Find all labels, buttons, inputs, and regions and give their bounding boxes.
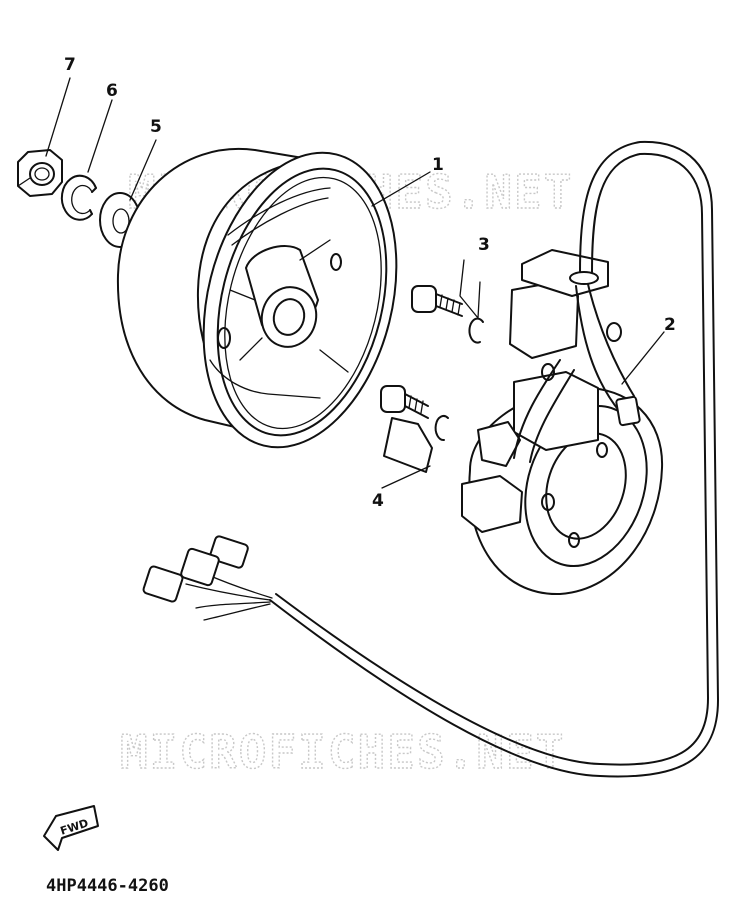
callout-2: 2: [664, 315, 676, 335]
callout-7: 7: [64, 55, 76, 75]
callout-leaders: [45, 77, 665, 489]
lead-wire-harness: [142, 140, 719, 778]
flywheel-rotor-part-1: [116, 147, 398, 449]
callout-3: 3: [478, 235, 490, 255]
nut-part-7: [17, 149, 63, 197]
spring-washer-part-6: [60, 174, 97, 221]
callout-6: 6: [106, 81, 118, 101]
diagram-number: 4HP4446-4260: [46, 876, 169, 896]
fwd-arrow-icon: FWD: [43, 805, 99, 851]
stator-assembly-part-2: [461, 249, 664, 596]
screw-part-4: [380, 385, 449, 473]
callout-1: 1: [432, 155, 444, 175]
screw-part-3: [411, 259, 484, 344]
callout-4: 4: [372, 491, 384, 511]
watermark-bottom: MICROFICHES.NET: [120, 725, 565, 779]
callout-5: 5: [150, 117, 162, 137]
